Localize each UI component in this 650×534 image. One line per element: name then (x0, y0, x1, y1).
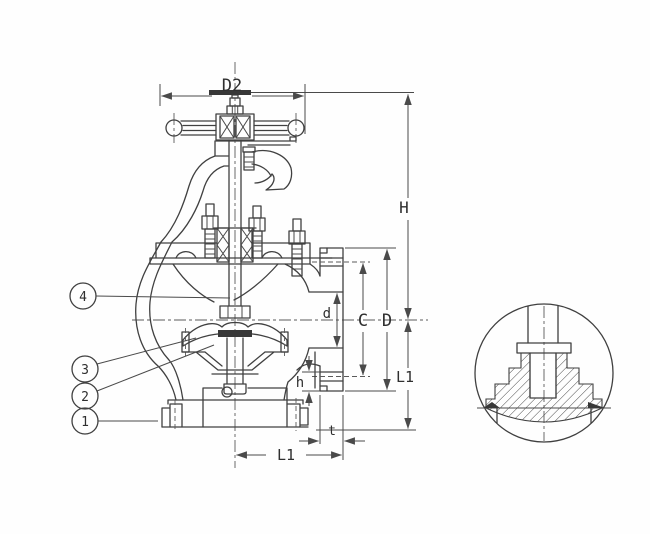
handwheel-cap-plate (209, 90, 251, 95)
bolt-outlet (288, 218, 306, 277)
callout-4-label: 4 (79, 290, 87, 305)
valve-body (135, 241, 310, 401)
disc-assembly (181, 305, 289, 398)
gland-fitting (242, 146, 256, 171)
dim-label-c: C (358, 311, 368, 331)
gland-lug-left (175, 250, 197, 259)
bolt-left (201, 203, 219, 259)
yoke (160, 140, 293, 243)
dim-label-l1-bottom: L1 (277, 446, 295, 464)
detail-disc-section (485, 352, 603, 423)
dim-label-h-small: h (296, 375, 304, 391)
outlet-flange (296, 247, 370, 392)
dim-d2: D2 (159, 76, 306, 134)
handwheel (165, 90, 305, 141)
dim-label-flange-d: D (382, 311, 392, 331)
callout-1: 1 (71, 407, 158, 435)
dimensions: D2 H L1 C D (159, 76, 416, 464)
callout-3-label: 3 (81, 363, 89, 378)
dim-h-overall: H (399, 93, 412, 320)
bolt-center (248, 205, 266, 259)
seat-detail-view (474, 303, 614, 443)
yoke-spout-arm (251, 150, 293, 191)
callout-1-label: 1 (81, 415, 89, 430)
centerlines (132, 62, 545, 468)
detail-seat-contact-right (588, 402, 605, 408)
stem-nut-stack (226, 94, 244, 115)
dim-bore-d: d (323, 292, 341, 348)
dim-l1-bottom: L1 (235, 446, 343, 464)
dim-label-bore-d: d (323, 306, 331, 322)
detail-seat-contact-left (483, 402, 500, 408)
callout-3: 3 (71, 337, 197, 383)
dim-h-small: h (296, 356, 320, 406)
dim-label-h-overall: H (399, 198, 409, 217)
gland-lug-right (261, 250, 283, 259)
callout-2-label: 2 (81, 390, 89, 405)
disc-nose (221, 386, 233, 398)
stem-guide-bushing (219, 305, 251, 319)
handwheel-hub-section (219, 115, 251, 139)
callout-2: 2 (71, 344, 215, 410)
part-callouts: 4 3 2 1 (69, 282, 231, 435)
detail-washer (516, 342, 572, 354)
dim-l1-right: L1 (316, 320, 416, 431)
seat-ring-section (218, 330, 252, 337)
dim-bolt-circle-c: C (358, 262, 368, 376)
dim-label-l1-right: L1 (396, 368, 414, 386)
base-flange (161, 398, 309, 432)
dim-label-t: t (328, 424, 336, 439)
callout-4: 4 (69, 282, 231, 310)
dim-label-d2: D2 (222, 76, 242, 96)
dim-flange-d: D (345, 247, 396, 392)
bonnet-bolts (201, 203, 306, 277)
dim-t: t (299, 395, 365, 460)
stem-assembly (215, 136, 297, 307)
